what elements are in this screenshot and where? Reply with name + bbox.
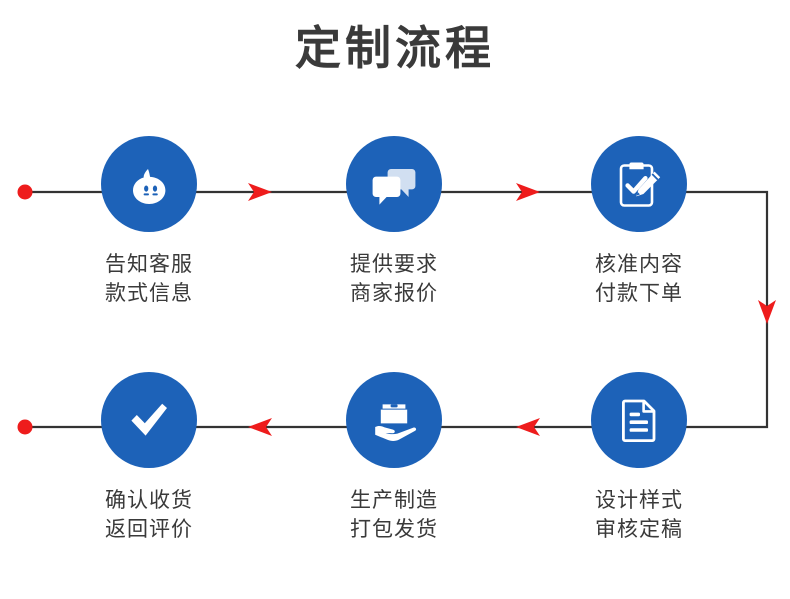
end-dot-icon bbox=[17, 419, 33, 435]
flow-step-2-label: 提供要求 商家报价 bbox=[350, 252, 438, 305]
flow-step-4[interactable]: 设计样式 审核定稿 bbox=[544, 372, 734, 544]
arrow-left-step5-step6 bbox=[248, 418, 272, 436]
flow-step-3-circle[interactable] bbox=[591, 136, 687, 232]
customer-service-avatar-icon bbox=[121, 156, 177, 212]
flow-step-6-label: 确认收货 返回评价 bbox=[105, 488, 193, 541]
arrow-left-step4-step5 bbox=[516, 418, 540, 436]
flow-step-2-circle[interactable] bbox=[346, 136, 442, 232]
hand-holding-package-icon bbox=[365, 391, 423, 449]
page-title: 定制流程 bbox=[295, 21, 495, 75]
checkmark-icon bbox=[119, 390, 179, 450]
flow-step-3[interactable]: 核准内容 付款下单 bbox=[544, 136, 734, 308]
flow-step-6[interactable]: 确认收货 返回评价 bbox=[54, 372, 244, 544]
chat-bubbles-icon bbox=[366, 156, 422, 212]
flow-step-5-label: 生产制造 打包发货 bbox=[350, 488, 438, 541]
arrow-right-step1-step2 bbox=[248, 183, 272, 201]
flow-step-6-circle[interactable] bbox=[101, 372, 197, 468]
flow-step-5[interactable]: 生产制造 打包发货 bbox=[299, 372, 489, 544]
start-dot-icon bbox=[17, 184, 33, 200]
flow-step-4-circle[interactable] bbox=[591, 372, 687, 468]
arrow-down-step3-step4 bbox=[758, 300, 776, 324]
flow-step-5-circle[interactable] bbox=[346, 372, 442, 468]
flow-step-1[interactable]: 告知客服 款式信息 bbox=[54, 136, 244, 308]
arrow-right-step2-step3 bbox=[516, 183, 540, 201]
flow-step-1-circle[interactable] bbox=[101, 136, 197, 232]
flow-step-3-label: 核准内容 付款下单 bbox=[595, 252, 683, 305]
document-lines-icon bbox=[612, 393, 666, 447]
flow-step-4-label: 设计样式 审核定稿 bbox=[595, 488, 683, 541]
flow-step-2[interactable]: 提供要求 商家报价 bbox=[299, 136, 489, 308]
flow-step-1-label: 告知客服 款式信息 bbox=[105, 252, 193, 305]
clipboard-check-pencil-icon bbox=[610, 155, 668, 213]
